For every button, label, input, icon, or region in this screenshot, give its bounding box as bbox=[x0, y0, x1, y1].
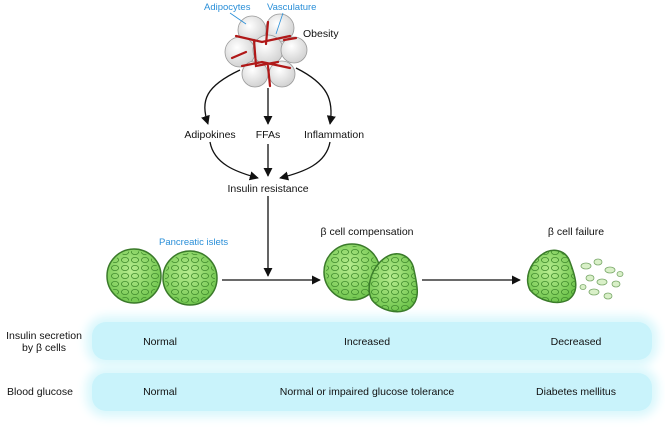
arrow-to-inflammation bbox=[295, 67, 336, 125]
inflammation-label: Inflammation bbox=[303, 129, 365, 141]
normal-islet-2 bbox=[162, 250, 218, 306]
normal-islet-1 bbox=[106, 248, 162, 304]
insulin-secretion-band bbox=[92, 322, 652, 360]
adipose-tissue-illustration bbox=[224, 12, 308, 88]
blood-glucose-diabetes: Diabetes mellitus bbox=[536, 386, 616, 398]
adipocytes-label: Adipocytes bbox=[204, 2, 251, 13]
beta-failure-label: β cell failure bbox=[547, 226, 605, 238]
failing-islet bbox=[526, 249, 577, 304]
blood-glucose-row-label: Blood glucose bbox=[7, 386, 73, 398]
adipokines-label: Adipokines bbox=[184, 129, 236, 141]
compensation-islet-enlarged bbox=[368, 253, 418, 313]
blood-glucose-normal: Normal bbox=[143, 386, 177, 398]
blood-glucose-band bbox=[92, 373, 652, 411]
compensation-islet-round bbox=[323, 243, 381, 301]
ffas-label: FFAs bbox=[255, 129, 281, 141]
insulin-secretion-increased: Increased bbox=[343, 336, 391, 348]
obesity-label: Obesity bbox=[303, 28, 339, 40]
disintegrating-islet bbox=[579, 258, 624, 300]
insulin-resistance-label: Insulin resistance bbox=[227, 183, 309, 195]
arrow-to-adipokines bbox=[201, 69, 241, 125]
insulin-secretion-decreased: Decreased bbox=[550, 336, 602, 348]
blood-glucose-impaired: Normal or impaired glucose tolerance bbox=[279, 386, 455, 398]
pancreatic-islets-label: Pancreatic islets bbox=[159, 237, 229, 248]
vasculature-label: Vasculature bbox=[267, 2, 317, 13]
arrow-adipokines-to-ir bbox=[209, 141, 259, 181]
insulin-secretion-row-label: Insulin secretion by β cells bbox=[6, 330, 82, 355]
beta-compensation-label: β cell compensation bbox=[320, 226, 414, 238]
arrow-inflammation-to-ir bbox=[279, 141, 331, 181]
insulin-secretion-normal: Normal bbox=[143, 336, 177, 348]
